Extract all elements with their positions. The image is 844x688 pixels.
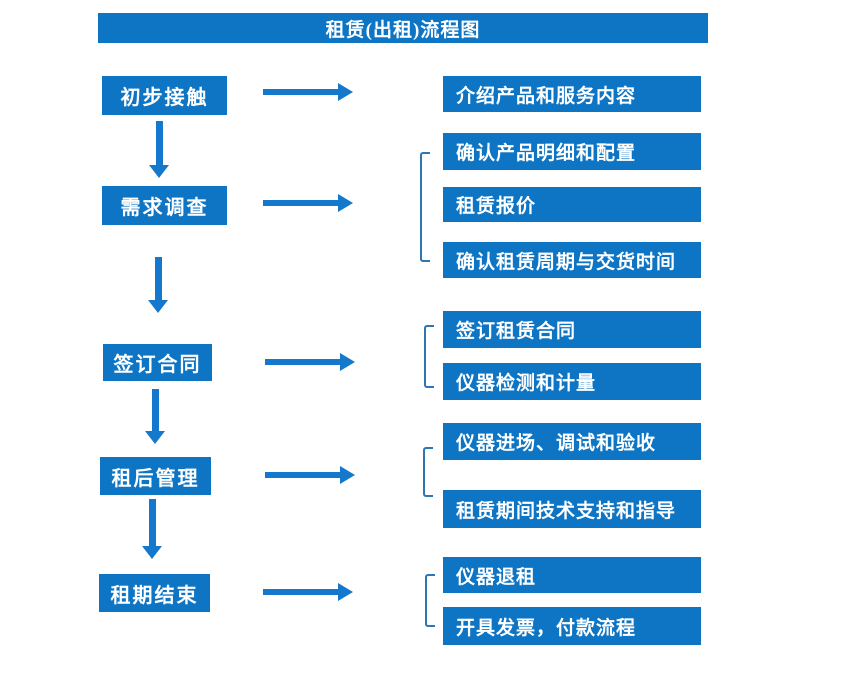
step-box-2: 需求调查 [102,186,227,225]
arrow-right-icon [265,466,355,484]
arrow-right-icon [265,353,355,371]
detail-box-1: 介绍产品和服务内容 [443,76,701,112]
step-box-4: 租后管理 [100,457,211,495]
detail-box-2: 确认产品明细和配置 [443,133,701,170]
detail-box-4: 确认租赁周期与交货时间 [443,242,701,278]
detail-box-6: 仪器检测和计量 [443,363,701,400]
bracket-connector [425,574,435,627]
step-box-1: 初步接触 [102,76,227,115]
detail-box-5: 签订租赁合同 [443,311,701,348]
arrow-down-icon [145,389,165,444]
arrow-right-icon [263,83,353,101]
arrow-down-icon [148,257,168,313]
arrow-down-icon [149,121,169,178]
arrow-right-icon [263,583,353,601]
bracket-connector [424,325,434,388]
step-box-5: 租期结束 [99,574,210,612]
detail-box-3: 租赁报价 [443,187,701,222]
arrow-down-icon [142,499,162,559]
arrow-right-icon [263,194,353,212]
detail-box-10: 开具发票，付款流程 [443,607,701,645]
detail-box-9: 仪器退租 [443,557,701,593]
step-box-3: 签订合同 [103,344,212,381]
detail-box-8: 租赁期间技术支持和指导 [443,490,701,528]
bracket-connector [423,447,433,497]
bracket-connector [420,152,430,262]
detail-box-7: 仪器进场、调试和验收 [443,423,701,460]
flowchart-title: 租赁(出租)流程图 [98,13,708,43]
